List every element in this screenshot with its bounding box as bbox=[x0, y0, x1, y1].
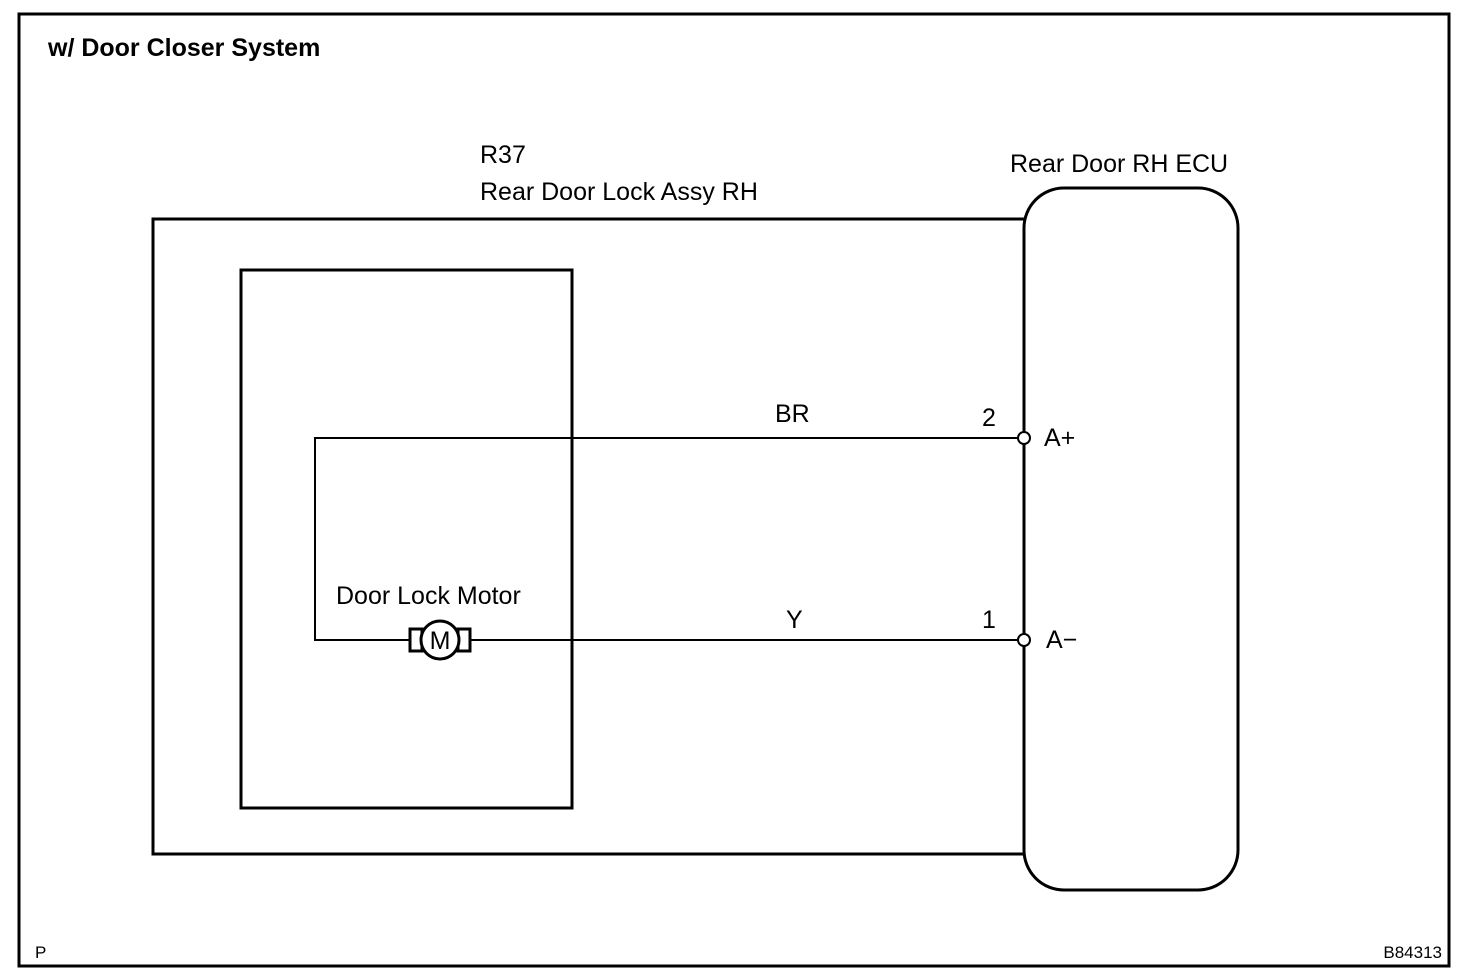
lock-assy-box bbox=[151, 217, 1024, 856]
figure-id: B84313 bbox=[1383, 943, 1442, 962]
motor-label: Door Lock Motor bbox=[336, 582, 521, 610]
wire-br bbox=[314, 437, 1018, 641]
motor-inner-box bbox=[239, 268, 574, 810]
terminal-connector-a-plus bbox=[1017, 431, 1031, 445]
component-code: R37 bbox=[480, 141, 526, 169]
terminal-label-a-plus: A+ bbox=[1044, 424, 1075, 452]
component-name: Rear Door Lock Assy RH bbox=[480, 178, 758, 206]
diagram-title: w/ Door Closer System bbox=[47, 34, 320, 62]
ecu-name: Rear Door RH ECU bbox=[1010, 150, 1228, 178]
pin-number-2: 2 bbox=[982, 404, 996, 432]
ecu-box bbox=[1022, 186, 1240, 892]
wire-color-y: Y bbox=[786, 606, 803, 634]
motor-icon: M bbox=[408, 619, 472, 661]
terminal-connector-a-minus bbox=[1017, 633, 1031, 647]
wire-color-br: BR bbox=[775, 400, 810, 428]
outer-frame bbox=[17, 12, 1451, 968]
pin-number-1: 1 bbox=[982, 606, 996, 634]
terminal-label-a-minus: A− bbox=[1046, 626, 1077, 654]
motor-symbol-letter: M bbox=[430, 627, 451, 655]
footer-left-mark: P bbox=[35, 943, 46, 962]
